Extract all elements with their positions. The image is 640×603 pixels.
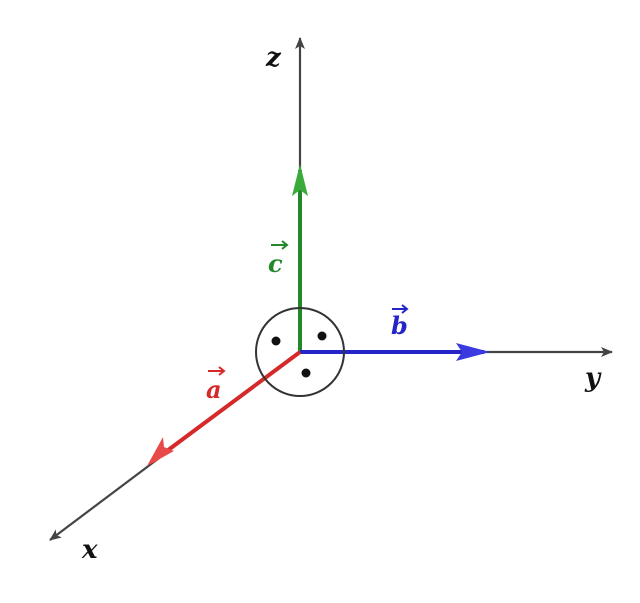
vector-a-shaft	[150, 350, 302, 464]
origin-dot	[271, 336, 281, 346]
vector-b-label-group: b	[391, 304, 409, 340]
y-axis-label: y	[584, 363, 602, 393]
vector-a-overarrow	[208, 366, 226, 376]
vector-a-label: a	[206, 375, 222, 404]
x-axis-label: x	[81, 535, 98, 565]
vector-b-label: b	[391, 311, 408, 340]
vector-c	[292, 164, 308, 352]
origin-dot	[317, 331, 327, 341]
vector-a-label-group: a	[206, 366, 226, 404]
vector-a-arrowhead	[147, 437, 174, 466]
vector-c-arrowhead	[292, 164, 308, 196]
vector-b-overarrow	[392, 304, 409, 314]
origin-circle	[255, 307, 345, 397]
vector-c-label-group: c	[268, 240, 289, 278]
vector-c-label: c	[268, 249, 283, 278]
origin-dot	[301, 368, 311, 378]
z-axis-label: z	[265, 43, 282, 73]
vector-b-arrowhead	[456, 343, 490, 361]
vector-c-overarrow	[271, 240, 289, 250]
origin-marker	[255, 307, 345, 397]
vector-a	[147, 350, 302, 466]
vector-b	[300, 343, 490, 361]
